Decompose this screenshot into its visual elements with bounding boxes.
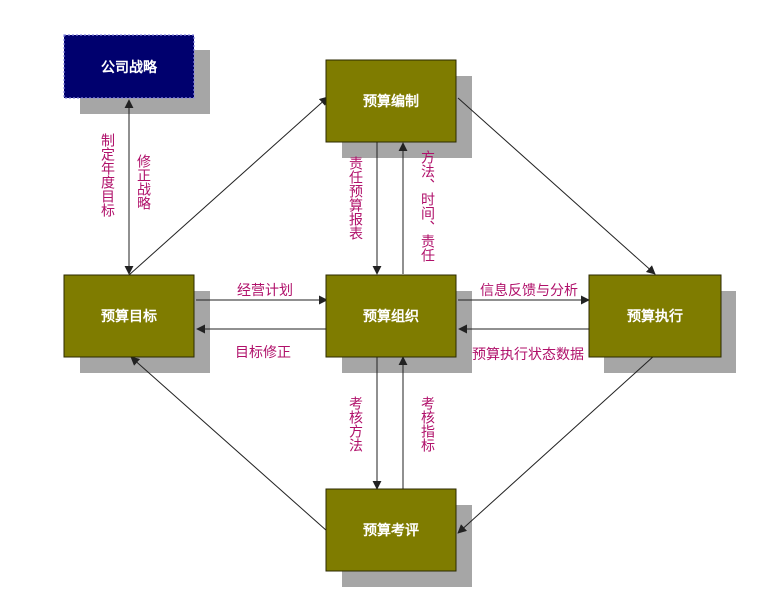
label-method-time-responsibility: 方法、时间、责任	[419, 150, 435, 262]
node-budget-exec-label: 预算执行	[627, 308, 683, 325]
node-budget-target-label: 预算目标	[101, 308, 157, 325]
node-budget-target: 预算目标	[63, 274, 195, 358]
node-strategy-label: 公司战略	[101, 59, 158, 76]
label-responsibility-report: 责任预算报表	[347, 156, 363, 240]
label-eval-indicator: 考核指标	[419, 396, 435, 453]
edge-eval-to-target	[130, 356, 328, 532]
edges	[124, 96, 656, 534]
node-budget-eval-label: 预算考评	[363, 522, 419, 539]
label-target-revision: 目标修正	[235, 345, 291, 361]
label-set-annual-target: 制定年度目标	[99, 133, 115, 218]
label-revise-strategy: 修正战略	[135, 154, 151, 210]
nodes: 公司战略 预算编制 预算目标 预算组织 预算执行 预算考评	[63, 34, 722, 572]
node-budget-prep-label: 预算编制	[363, 93, 419, 110]
label-exec-status-data: 预算执行状态数据	[472, 347, 584, 363]
label-business-plan: 经营计划	[237, 283, 293, 299]
node-strategy: 公司战略	[63, 34, 195, 99]
edge-target-to-prep	[128, 96, 329, 276]
node-budget-prep: 预算编制	[325, 59, 457, 143]
edge-exec-to-eval	[457, 354, 656, 534]
node-budget-eval: 预算考评	[325, 488, 457, 572]
label-feedback-analysis: 信息反馈与分析	[480, 282, 578, 299]
edge-labels: 制定年度目标 修正战略 责任预算报表 方法、时间、责任 经营计划 目标修正 信息…	[99, 133, 584, 453]
node-budget-org-label: 预算组织	[363, 308, 419, 325]
edge-prep-to-exec	[457, 97, 656, 275]
node-budget-org: 预算组织	[325, 274, 457, 358]
node-budget-exec: 预算执行	[588, 274, 722, 358]
label-eval-method: 考核方法	[347, 396, 363, 452]
